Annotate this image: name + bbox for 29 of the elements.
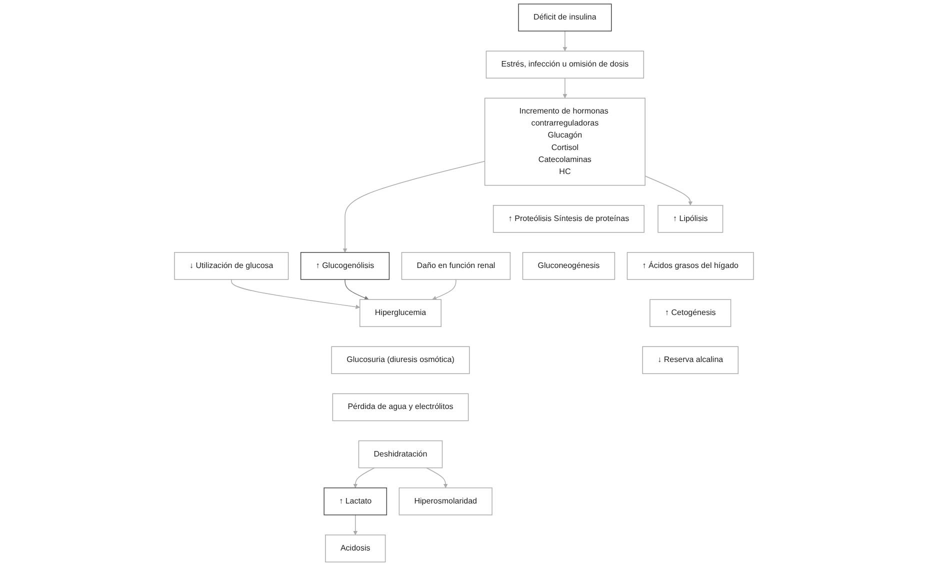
arrow (644, 176, 693, 206)
node-box: ↑ Ácidos grasos del hígado (626, 252, 754, 280)
node-box: ↑ Cetogénesis (650, 299, 732, 327)
node-box: ↑ Lipólisis (658, 205, 724, 233)
arrow (432, 279, 456, 300)
node-box: ↑ Glucogenólisis (300, 252, 390, 280)
node-box: Acidosis (325, 534, 386, 562)
node-box: Glucosuria (diuresis osmótica) (331, 346, 470, 374)
arrow (562, 30, 568, 52)
arrow (562, 78, 568, 98)
node-box: ↓ Utilización de glucosa (174, 252, 289, 280)
arrow (344, 279, 369, 300)
node-box: ↓ Reserva alcalina (642, 346, 739, 374)
node-box: Hiperglucemia (359, 299, 442, 327)
node-box: Gluconeogénesis (522, 252, 616, 280)
arrow (426, 467, 448, 488)
node-box: ↑ Proteólisis Síntesis de proteínas (492, 205, 644, 233)
node-box: Déficit de insulina (518, 4, 612, 32)
arrow (353, 514, 358, 536)
node-box: Daño en función renal (401, 252, 511, 280)
node-box: Estrés, infección u omisión de dosis (486, 50, 644, 79)
node-box: Deshidratación (358, 440, 443, 468)
node-box: Pérdida de agua y electrólitos (332, 393, 469, 422)
node-box: Incremento de hormonas contrarreguladoras Glucagón Cortisol Catecolaminas HC (484, 98, 646, 186)
node-box: Hiperosmolaridad (398, 487, 492, 516)
node-box: ↑ Lactato (324, 487, 388, 516)
arrow (231, 279, 360, 310)
arrow (353, 467, 375, 488)
arrow (342, 160, 486, 253)
